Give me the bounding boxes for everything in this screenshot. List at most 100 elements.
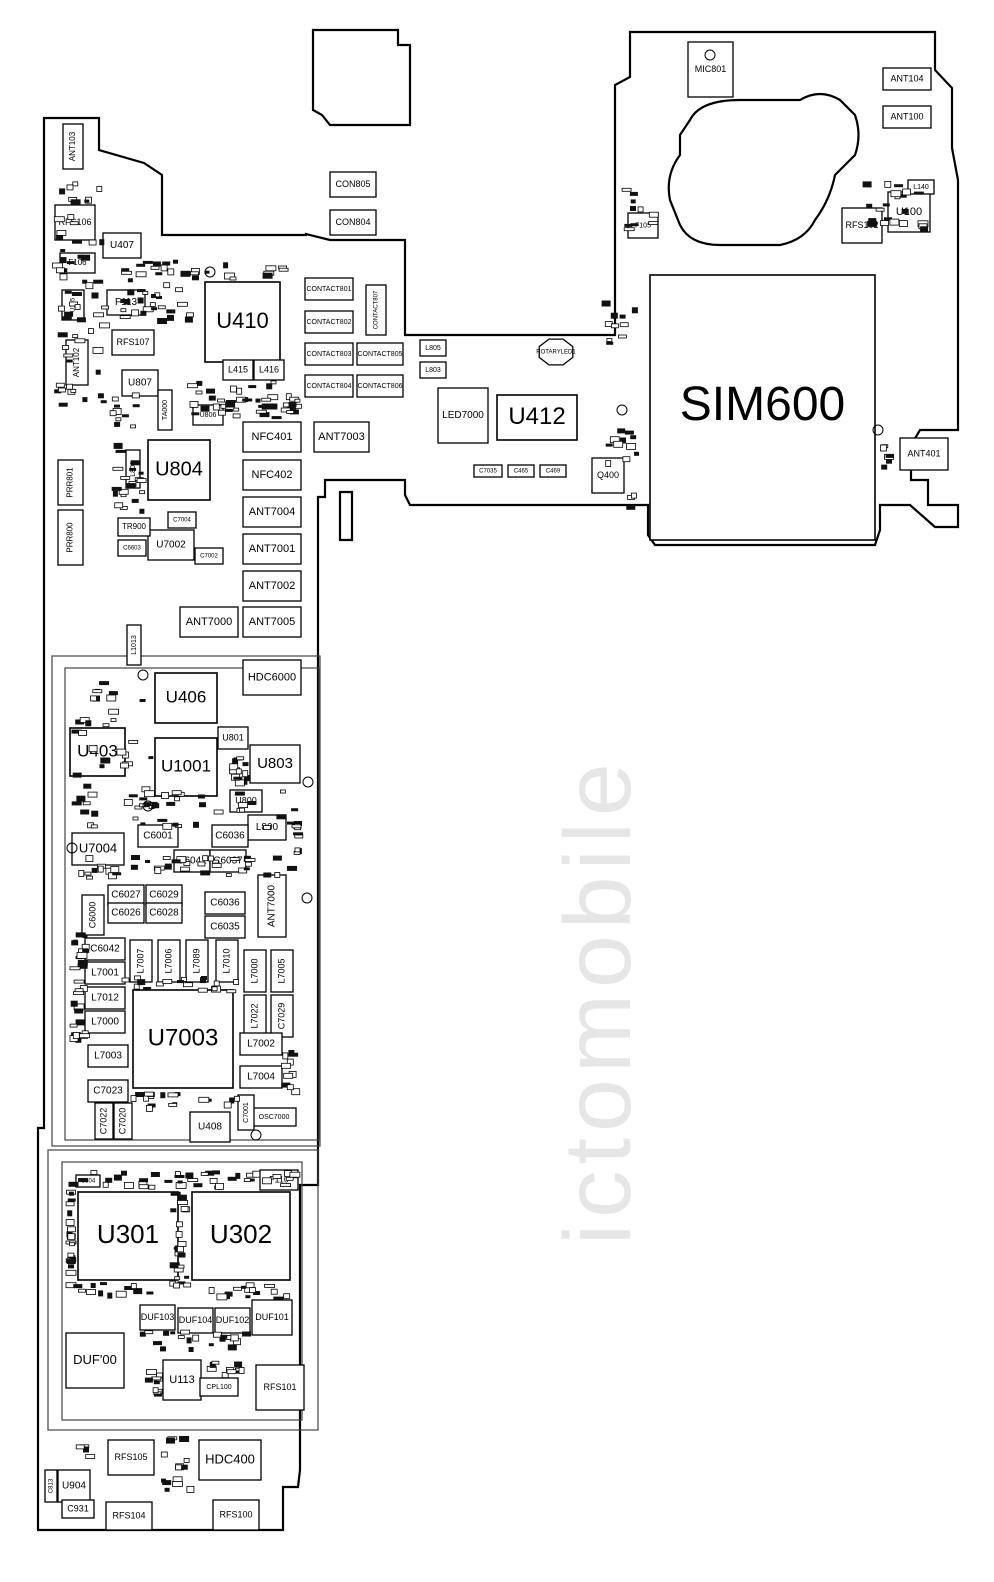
component-label: ANT7000 [186,616,232,628]
smd-pad [631,492,637,499]
smd-pad [178,1195,185,1201]
component-outline [882,67,932,91]
smd-pad [58,387,66,393]
component-c7020: C7020 [113,1102,133,1140]
component-outline [215,939,239,983]
component-c7023: C7023 [87,1079,129,1103]
smd-pad [234,1095,240,1102]
component-hdc400: HDC400 [198,1439,262,1481]
smd-pad [223,1101,232,1109]
component-outline [111,329,155,356]
smd-pad [144,1091,154,1097]
component-outline [437,387,489,444]
component-label: ANT7003 [318,431,364,443]
smd-pad [186,1337,192,1344]
smd-pad [243,1178,251,1182]
smd-pad [232,413,241,419]
smd-pad [82,397,88,403]
component-outline [257,874,287,938]
smd-pad [229,1334,239,1342]
component-label: C6036 [210,898,240,909]
component-label: F105 [635,222,651,229]
component-l803: L803 [419,361,447,379]
smd-pad [83,1446,89,1453]
smd-pad [108,708,119,715]
smd-pad [208,1287,215,1294]
component-label: U100 [896,206,922,218]
component-label: U806 [200,412,217,419]
smd-pad [234,1361,243,1368]
smd-pad [176,1245,184,1253]
component-c6026: C6026 [107,902,145,924]
component-outline [113,1102,133,1140]
smd-pad [74,304,81,310]
component-label: C7020 [117,1108,127,1135]
smd-pad [209,1178,218,1184]
smd-pad [72,1032,80,1039]
smd-pad [114,404,120,408]
smd-pad [255,409,267,414]
component-outline [255,1364,305,1411]
smd-pad [288,1050,295,1053]
smd-pad [875,207,885,212]
smd-pad [637,206,644,213]
component-duf102: DUF102 [214,1307,251,1334]
component-label: U410 [216,308,269,333]
component-c6027: C6027 [107,884,145,906]
smd-pad [160,264,168,272]
smd-pad [182,982,193,988]
smd-pad [85,282,94,290]
smd-pad [160,1092,166,1099]
smd-pad [71,729,82,734]
component-label: DUF104 [179,1315,213,1325]
component-label: TR900 [122,522,147,531]
component-label: C6029 [149,890,179,901]
smd-pad [120,299,128,303]
smd-pad [617,428,626,434]
smd-pad [105,1177,113,1183]
component-outline [239,1032,283,1056]
component-outline [242,421,302,453]
component-label: ANT100 [890,111,923,121]
smd-pad [889,218,900,226]
smd-pad [198,1096,210,1103]
component-label: C7029 [276,1003,286,1030]
smd-pad [70,388,77,393]
component-outline [117,517,151,537]
smd-pad [143,987,152,990]
component-c6603: C6603 [117,539,147,557]
component-l805: L805 [419,339,447,357]
component-outline [177,1307,214,1334]
smd-pad [133,1288,143,1295]
smd-pad [185,1172,194,1179]
component-label: U406 [166,687,207,706]
component-contact807: CONTACT807 [365,284,387,336]
component-ant7002: ANT7002 [242,570,302,602]
smd-pad [618,334,627,339]
smd-pad [132,404,140,408]
component-l7000: L7000 [84,1010,126,1034]
smd-pad [156,296,162,299]
smd-pad [619,322,629,328]
component-l7006: L7006 [157,939,181,983]
smd-pad [152,261,161,267]
smd-pad [123,799,133,806]
component-label: NFC401 [252,431,293,443]
component-label: L7006 [163,948,173,973]
smd-pad [66,184,74,191]
component-label: C465 [514,469,529,475]
smd-pad [294,847,301,853]
smd-pad [67,1226,76,1233]
component-cpl100: CPL100 [199,1377,239,1397]
smd-pad [154,1393,162,1397]
component-outline [147,439,211,501]
component-label: CONTACT802 [307,319,352,326]
smd-pad [212,1331,222,1338]
smd-pad [56,267,65,274]
component-label: ANT401 [907,448,940,458]
smd-pad [291,824,302,829]
smd-pad [164,863,172,870]
smd-pad [90,824,98,829]
smd-pad [286,406,296,411]
component-u807: U807 [121,369,159,397]
